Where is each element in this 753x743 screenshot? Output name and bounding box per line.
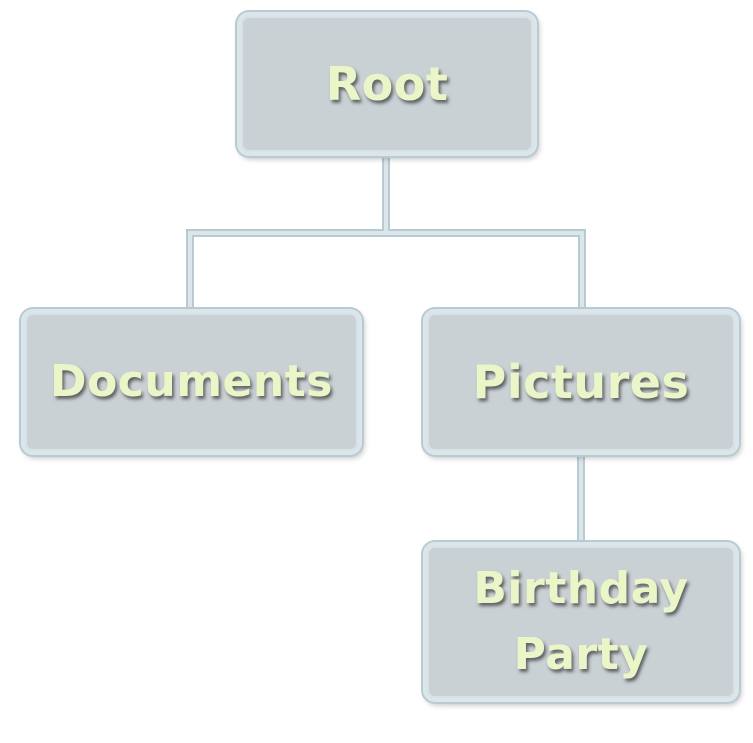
node-birthday-party: Birthday Party (423, 542, 739, 702)
node-label-pictures: Pictures (472, 354, 690, 409)
connector-root-children (186, 152, 586, 313)
node-label-root: Root (325, 56, 449, 111)
node-documents: Documents (21, 309, 362, 455)
node-label-birthday-party: Birthday Party (473, 563, 689, 680)
node-pictures: Pictures (423, 309, 739, 455)
node-root: Root (237, 12, 537, 156)
connector-line-inner (188, 154, 584, 311)
node-label-documents: Documents (50, 356, 333, 408)
